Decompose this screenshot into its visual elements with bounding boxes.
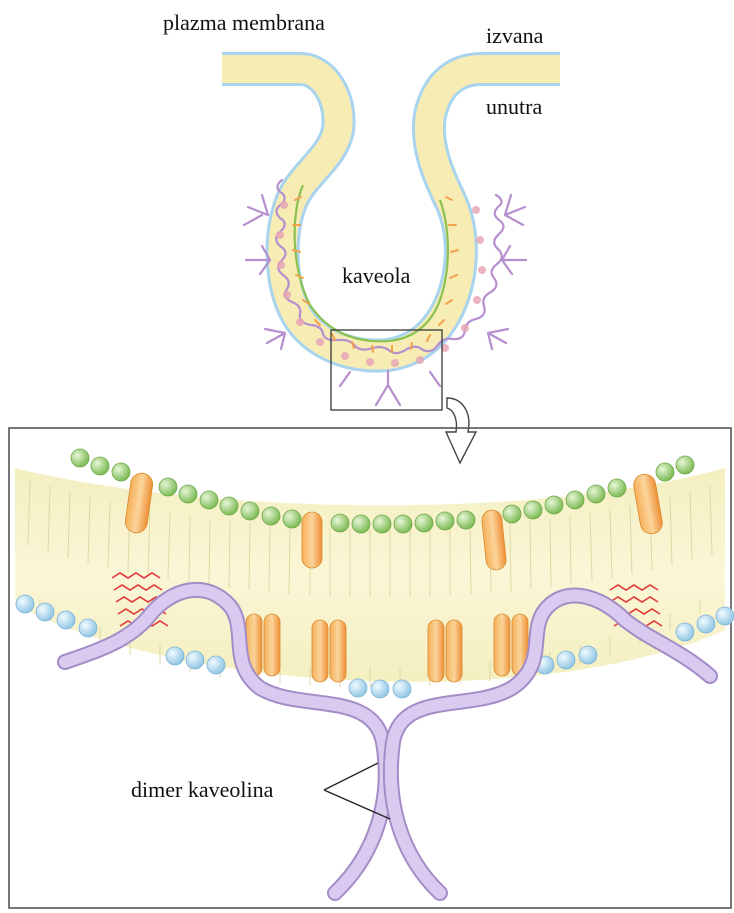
- magnified-panel: [9, 428, 734, 908]
- label-plasma-membrane: plazma membrana: [163, 12, 325, 34]
- label-inside: unutra: [486, 96, 542, 118]
- zoom-arrow: [446, 398, 476, 463]
- label-caveola: kaveola: [342, 265, 410, 287]
- label-outside: izvana: [486, 25, 543, 47]
- label-caveolin-dimer: dimer kaveolina: [131, 779, 273, 801]
